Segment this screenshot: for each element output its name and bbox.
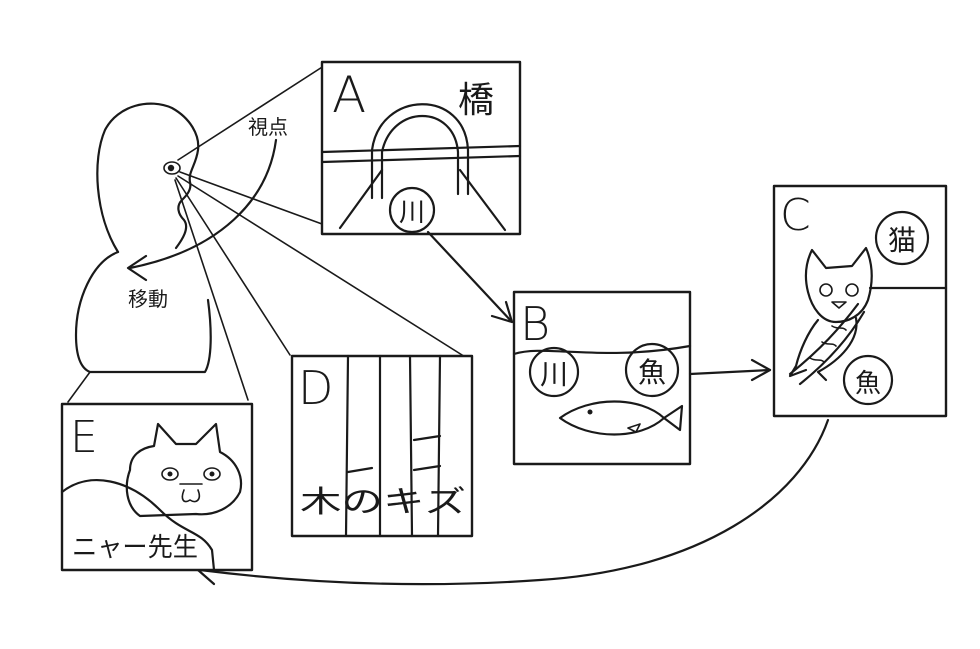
panel-b: B 川 魚 [512,290,692,466]
arrow-a-to-b [426,230,514,324]
movement-label: 移動 [128,287,168,311]
panel-b-letter: B [520,297,550,351]
fish-in-cat-mouth-icon [788,302,866,386]
panel-b-circle-left [528,346,580,398]
panel-b-circle-right [624,342,680,398]
panel-c-circle-top [874,210,930,266]
arrow-b-to-c [688,358,772,382]
panel-a-title: 橋 [458,80,494,121]
movement-arrow [126,138,278,282]
panel-e: E ニャー先生 [60,402,254,572]
fish-icon [558,400,684,436]
sight-lines [67,61,471,403]
panel-d: D 木のキズ [290,354,474,538]
panel-a-circle [388,186,436,234]
panel-c-circle-bottom [842,354,894,406]
panel-b-circle-right-label: 魚 [638,356,666,389]
panel-c-circle-top-label: 猫 [888,224,916,257]
eye-icon [163,161,181,175]
panel-a: A 橋 川 [320,60,522,236]
panel-d-caption: 木のキズ [300,485,466,520]
panel-c: C 猫 魚 [772,184,948,418]
person-figure [74,102,212,374]
panel-b-circle-left-label: 川 [540,358,568,391]
panel-c-letter: C [780,190,811,241]
panel-a-letter: A [332,66,366,124]
cat-face-icon [125,422,243,518]
panel-e-caption: ニャー先生 [72,533,198,563]
cat-icon [788,246,873,382]
panel-e-letter: E [70,412,98,463]
panel-c-circle-bottom-label: 魚 [855,369,881,399]
panel-d-letter: D [298,361,333,415]
panel-a-circle-label: 川 [399,198,425,228]
viewpoint-label: 視点 [248,115,288,139]
